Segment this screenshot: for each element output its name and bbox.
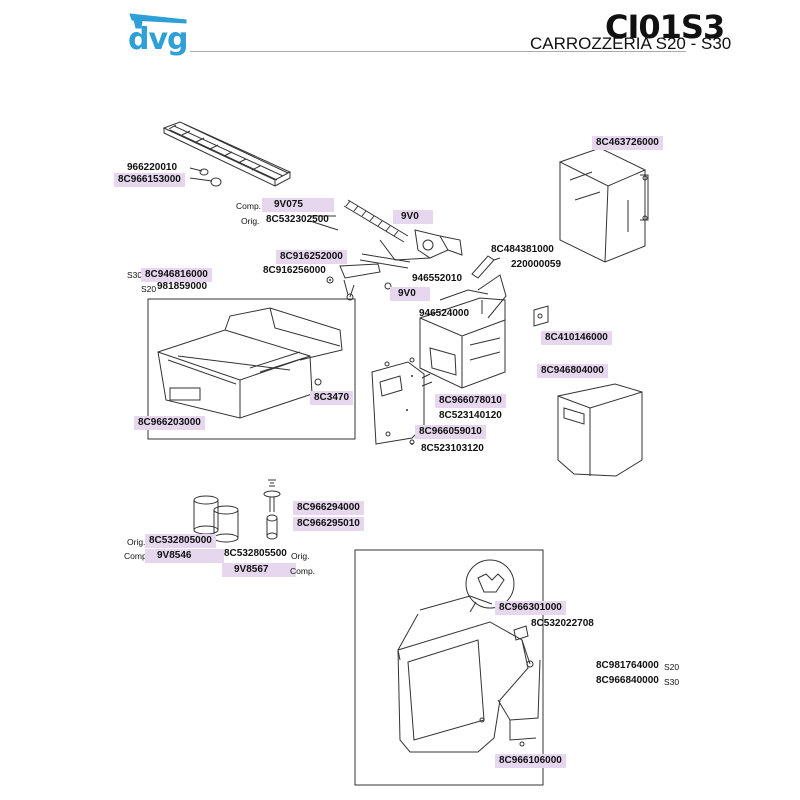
part-label: 8C532022708 <box>531 618 594 629</box>
comp-label: Comp. <box>124 551 150 561</box>
valve-part <box>379 229 463 261</box>
part-label: 8C966294000 <box>293 501 364 515</box>
part-label: 8C916256000 <box>263 265 326 276</box>
part-label: 8C916252000 <box>276 250 347 264</box>
part-label: 8C532805500 <box>224 548 287 559</box>
part-label: 8C966059010 <box>415 425 486 439</box>
part-label: 8C966295010 <box>293 517 364 531</box>
dvg-logo-icon <box>129 13 187 29</box>
part-label: 8C532805000 <box>145 534 216 548</box>
part-label: 8C463726000 <box>592 136 663 150</box>
part-label: 8C410146000 <box>541 331 612 345</box>
elbow-hose-part <box>471 255 501 279</box>
frame-part <box>558 147 649 263</box>
part-label: 9V0 <box>390 287 430 301</box>
part-label: 8C946816000 <box>141 268 212 282</box>
water-tank-part <box>557 383 643 477</box>
grid-tray-part <box>162 121 292 187</box>
part-label: 966220010 <box>127 162 178 173</box>
part-label: 8C484381000 <box>491 244 554 255</box>
hose-part <box>309 199 411 269</box>
part-label: 9V0 <box>393 210 433 224</box>
part-label: 8C966153000 <box>114 173 185 187</box>
part-label: 8C966106000 <box>495 754 566 768</box>
part-label: 8C966840000 <box>596 675 659 686</box>
adjustable-foot-part <box>263 479 281 540</box>
cover-part <box>397 559 541 753</box>
part-label: 8C523103120 <box>421 443 484 454</box>
page-code: CI01S3 <box>605 8 725 46</box>
variant-label: S20 <box>664 662 680 672</box>
part-label: 8C532302500 <box>266 214 329 225</box>
drip-tray-box <box>147 298 356 440</box>
variant-label: S30 <box>127 270 143 280</box>
part-label: 981859000 <box>157 281 208 292</box>
cover-box-outline <box>354 549 544 786</box>
part-label: 8C523140120 <box>439 410 502 421</box>
part-label: 9V8567 <box>222 563 296 577</box>
body-frame-part <box>419 274 507 389</box>
orig-label: Orig. <box>291 551 310 561</box>
part-label: 9V8546 <box>145 549 224 563</box>
fitting-part <box>326 263 392 301</box>
part-label: 8C966203000 <box>134 416 205 430</box>
part-label: 8C966301000 <box>495 601 566 615</box>
page-subtitle: CARROZZERIA S20 - S30 <box>530 34 732 53</box>
part-label: 220000059 <box>511 259 562 270</box>
part-label: 946524000 <box>419 308 470 319</box>
header-divider <box>190 51 686 52</box>
part-label: 946552010 <box>412 273 463 284</box>
part-label: 8C946804000 <box>537 364 608 378</box>
comp-label: Comp. <box>290 566 316 576</box>
part-label: 9V075 <box>262 198 334 212</box>
part-label: 8C981764000 <box>596 660 659 671</box>
variant-label: S20 <box>141 284 157 294</box>
brand-logo: dvg <box>128 22 189 57</box>
orig-label: Orig. <box>241 216 260 226</box>
bracket-part <box>533 305 549 327</box>
part-label: 8C966078010 <box>435 394 506 408</box>
part-label: 8C3470 <box>310 391 354 405</box>
comp-label: Comp. <box>236 201 262 211</box>
variant-label: S30 <box>664 677 680 687</box>
orig-label: Orig. <box>127 537 146 547</box>
